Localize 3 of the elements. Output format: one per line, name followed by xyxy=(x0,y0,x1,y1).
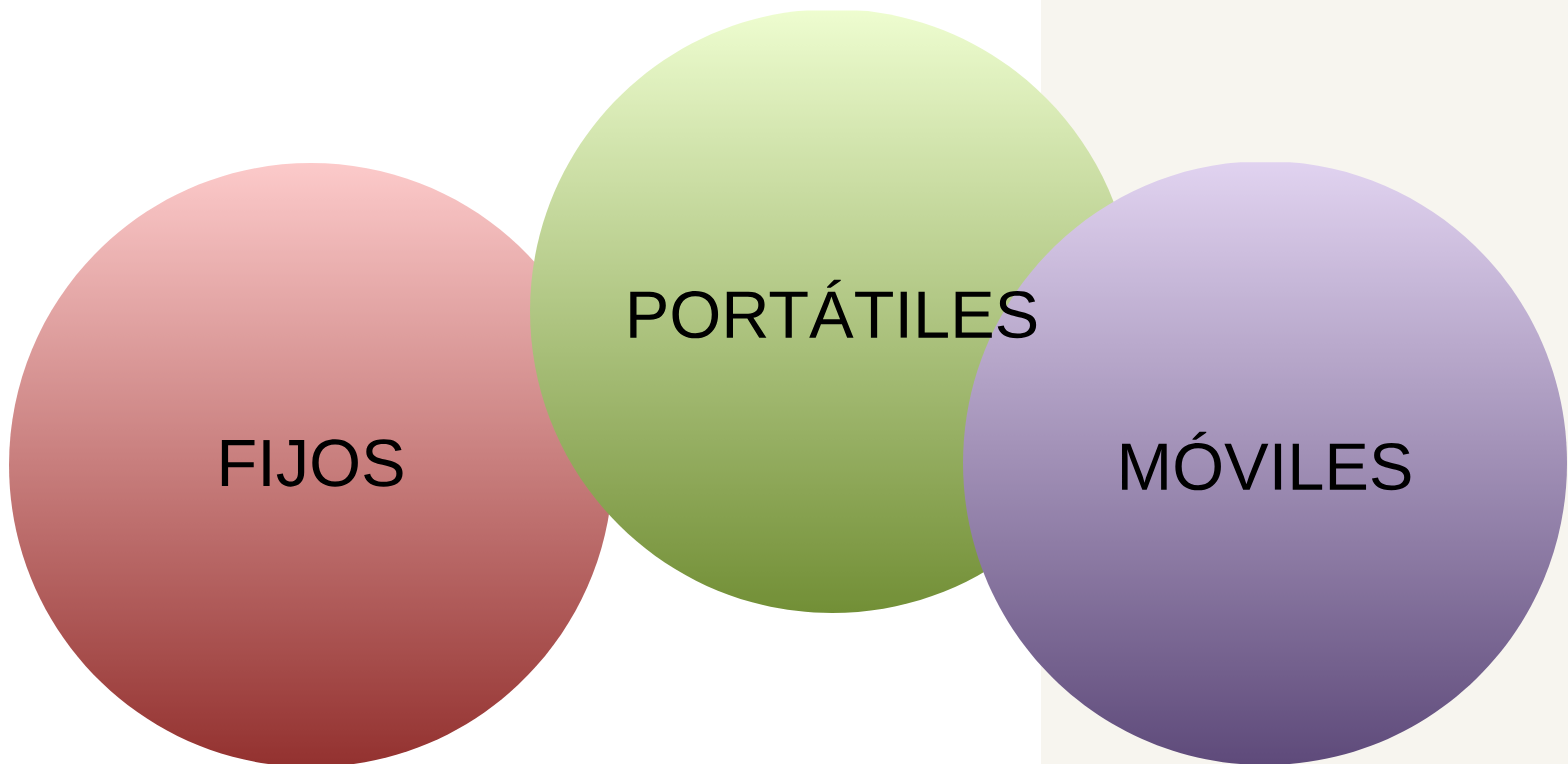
circle-label: MÓVILES xyxy=(1122,431,1411,491)
circle-label: PORTÁTILES xyxy=(630,279,1037,339)
circle-label: FIJOS xyxy=(221,439,403,487)
